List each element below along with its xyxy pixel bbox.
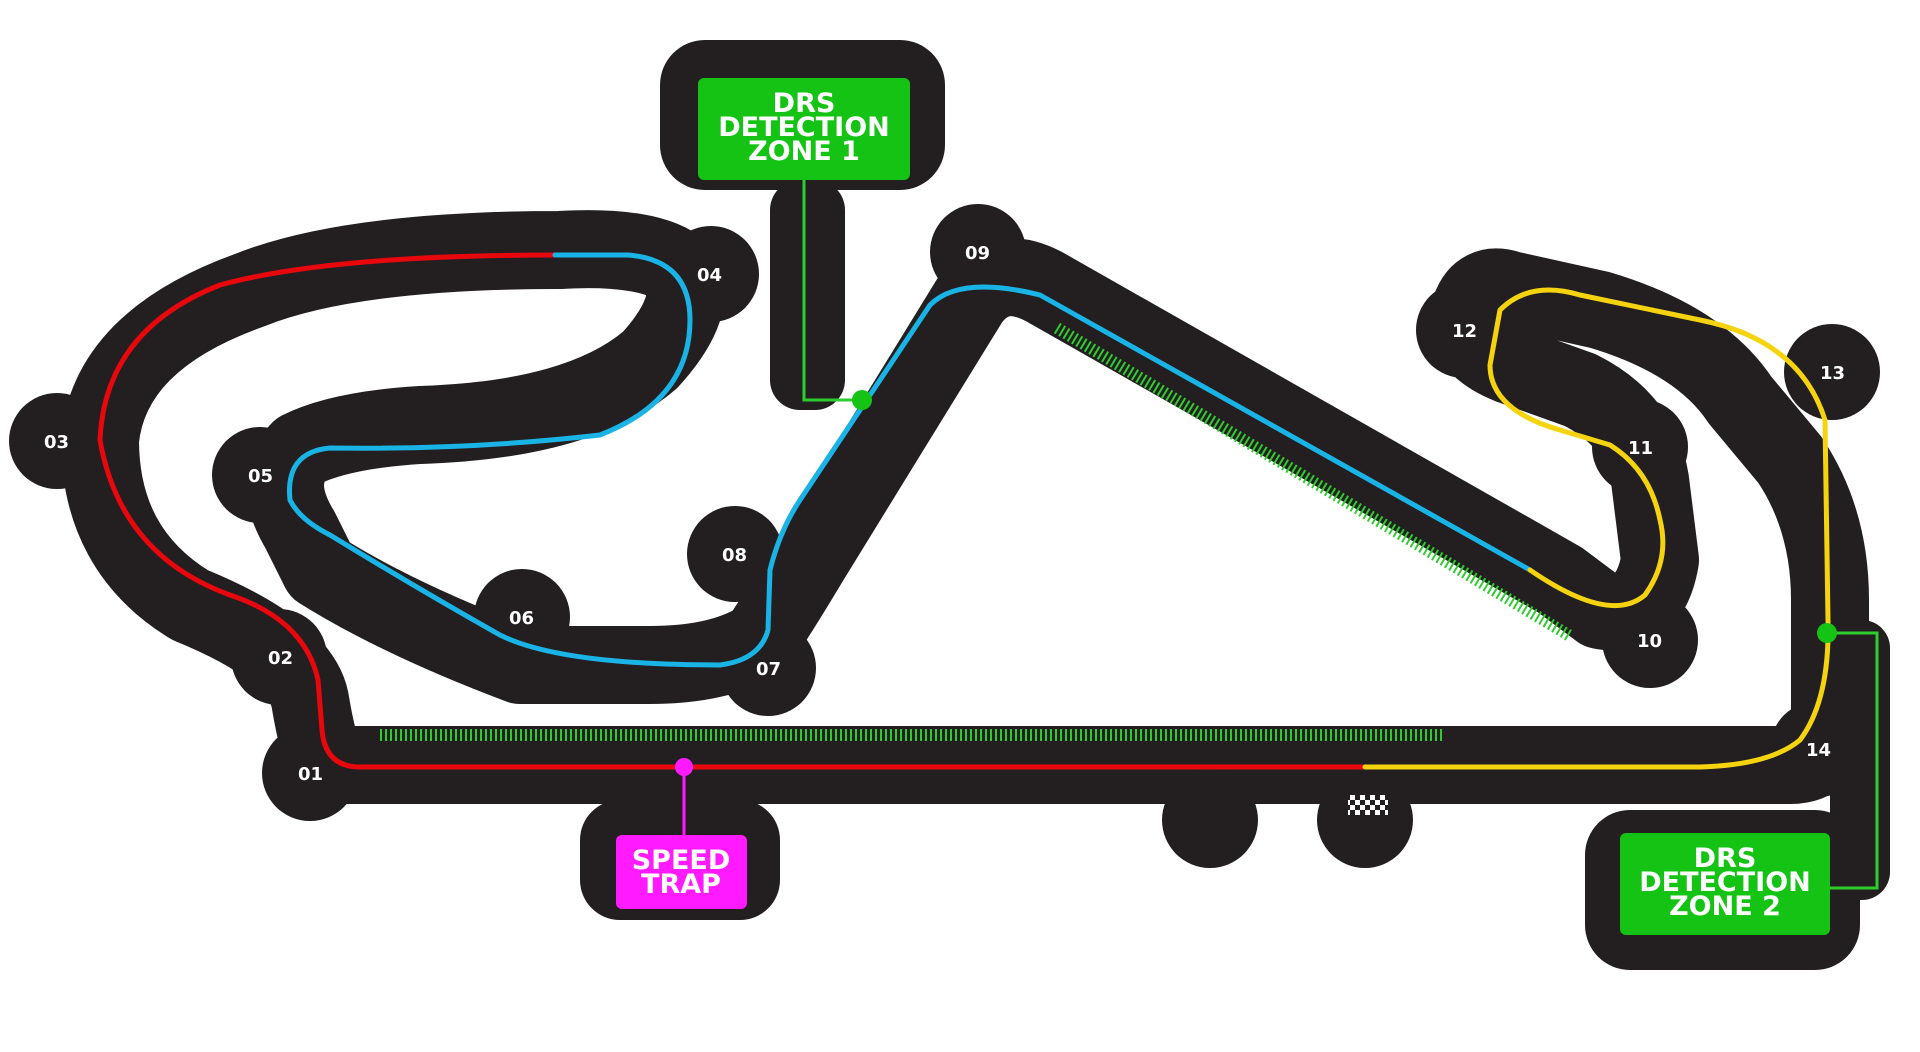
drs-detection-zone-2-line-3: ZONE 2 <box>1669 891 1781 922</box>
drs-detection-zone-1-line-1: DRS <box>773 88 836 119</box>
drs-2-leader <box>1817 631 1879 890</box>
turn-label-10: 10 <box>1637 631 1662 652</box>
turn-label-06: 06 <box>509 608 534 629</box>
turn-label-12: 12 <box>1452 321 1477 342</box>
sector-2-line <box>287 252 1533 668</box>
finish-flag-icon <box>1348 795 1388 815</box>
turn-label-11: 11 <box>1628 438 1653 459</box>
speed-trap-box: SPEED TRAP <box>616 835 747 909</box>
turn-label-05: 05 <box>248 466 273 487</box>
drs-detection-point-1 <box>852 390 872 410</box>
track-outline <box>61 210 1869 804</box>
leader-lines <box>682 180 1879 890</box>
turn-label-03: 03 <box>44 432 69 453</box>
turn-label-04: 04 <box>697 265 722 286</box>
drs-detection-zone-1-line-3: ZONE 1 <box>748 136 860 167</box>
turn-label-09: 09 <box>965 243 990 264</box>
sector-1-line <box>97 252 1368 770</box>
speed-trap-line-2: TRAP <box>641 869 721 900</box>
turn-label-08: 08 <box>722 545 747 566</box>
drs-detection-zone-2-line-1: DRS <box>1694 843 1757 874</box>
turn-label-13: 13 <box>1820 363 1845 384</box>
sector-3-line <box>1362 287 1831 770</box>
turn-label-07: 07 <box>756 659 781 680</box>
drs-detection-zone-1-box: DRS DETECTION ZONE 1 <box>698 78 910 180</box>
drs-detection-zone-1-line-2: DETECTION <box>718 112 890 143</box>
drs-detection-point-2 <box>1817 623 1837 643</box>
drs-1-leader <box>802 180 862 402</box>
speed-trap-point <box>675 758 693 776</box>
racing-line <box>97 252 1831 770</box>
turn-label-01: 01 <box>298 764 323 785</box>
drs-detection-zone-2-line-2: DETECTION <box>1639 867 1811 898</box>
turn-label-14: 14 <box>1806 740 1831 761</box>
drs-detection-zone-2-box: DRS DETECTION ZONE 2 <box>1620 833 1830 935</box>
turn-labels: 01 02 03 04 05 06 07 08 09 10 11 12 13 1… <box>44 243 1845 785</box>
speed-trap-line-1: SPEED <box>632 845 731 876</box>
turn-label-02: 02 <box>268 648 293 669</box>
